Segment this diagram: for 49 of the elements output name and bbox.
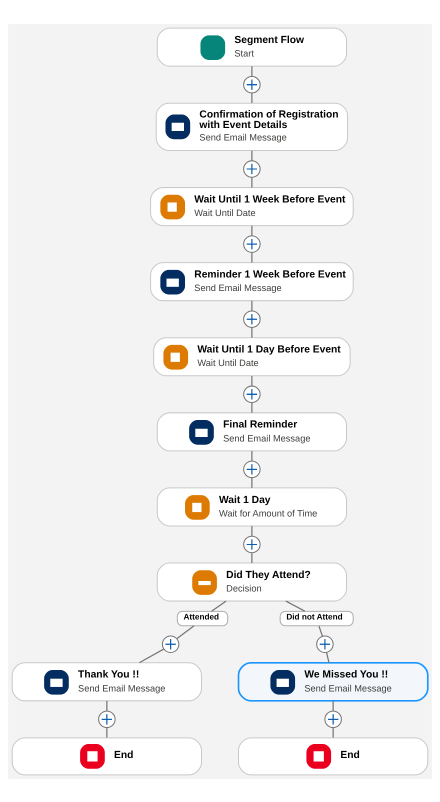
node-circle: [243, 310, 261, 328]
node-circle: [243, 535, 261, 553]
node-circle: [243, 460, 261, 478]
node-circle: [243, 160, 261, 178]
node-box: Wait 1 Day Wait for Amount of Time: [156, 486, 348, 526]
node-circle: [324, 710, 342, 728]
node-circle: [162, 635, 180, 652]
connector: [318, 625, 324, 636]
connector: [251, 552, 252, 562]
connector: [251, 327, 252, 338]
connector: [139, 648, 164, 663]
node-box: Confirmation of Registration with Event Details Send Email Message: [156, 102, 348, 151]
node-box: Wait Until 1 Week Before Event Wait Until Date: [150, 186, 354, 226]
node-box: Segment Flow Start: [156, 27, 348, 66]
connector: [251, 477, 252, 488]
connector: [251, 526, 252, 536]
connector: [251, 150, 252, 160]
connector: [251, 92, 252, 103]
connector: [251, 177, 252, 188]
node-box: We Missed You !! Send Email Message: [238, 661, 429, 702]
connector: [332, 727, 334, 738]
connector: [326, 652, 330, 662]
node-box: End: [12, 736, 202, 775]
connector: [176, 624, 194, 639]
node-circle: [243, 234, 261, 252]
node-circle: [316, 635, 334, 652]
connector: [106, 727, 108, 738]
node-box: Thank You !! Send Email Message: [12, 662, 202, 701]
node-circle: [243, 75, 261, 93]
node-box: Did They Attend? Decision: [156, 562, 348, 602]
connector: [251, 252, 252, 262]
connector: [286, 600, 306, 612]
connector: [211, 600, 226, 612]
node-box: Final Reminder Send Email Message: [156, 412, 348, 451]
node-box: Wait Until 1 Day Before Event Wait Until Date: [153, 336, 351, 376]
connector: [251, 450, 252, 461]
node-box: Attended: [176, 610, 228, 626]
connector: [251, 225, 252, 236]
node-circle: [243, 385, 261, 403]
node-box: Did not Attend: [280, 610, 354, 626]
connector: [251, 375, 252, 386]
connector: [251, 66, 252, 76]
connector: [251, 300, 252, 310]
connector: [251, 402, 252, 412]
connector: [332, 700, 334, 710]
connector: [106, 700, 108, 710]
node-circle: [98, 710, 116, 728]
node-box: End: [238, 736, 428, 775]
node-box: Reminder 1 Week Before Event Send Email Message: [150, 262, 354, 301]
